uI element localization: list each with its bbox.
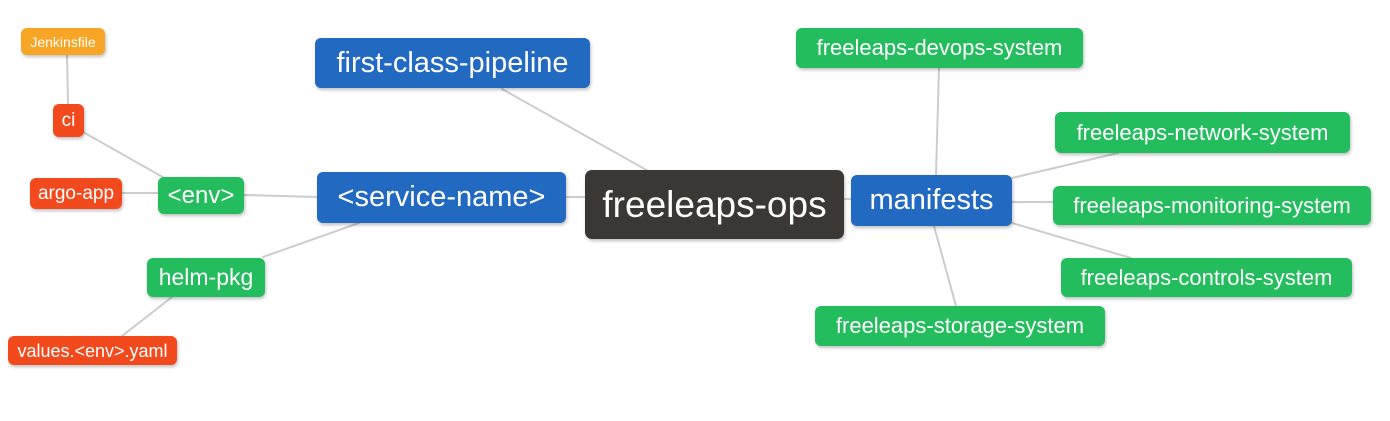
node-freeleaps-storage-system[interactable]: freeleaps-storage-system [815, 306, 1105, 346]
node-freeleaps-monitoring-system[interactable]: freeleaps-monitoring-system [1053, 186, 1371, 225]
edge-env-servicename [243, 194, 318, 198]
edge-manifests-devops [935, 67, 940, 176]
node-env[interactable]: <env> [158, 177, 244, 214]
edge-manifests-controls [1011, 222, 1132, 259]
node-ci[interactable]: ci [53, 104, 84, 137]
node-values-env-yaml[interactable]: values.<env>.yaml [8, 336, 177, 365]
edge-helmpkg-values [121, 296, 173, 337]
node-freeleaps-ops-root[interactable]: freeleaps-ops [585, 170, 844, 239]
edge-pipeline-root [501, 88, 651, 173]
edge-manifests-network [1011, 152, 1119, 179]
node-freeleaps-controls-system[interactable]: freeleaps-controls-system [1061, 258, 1352, 297]
node-manifests[interactable]: manifests [851, 175, 1012, 226]
edge-jenkinsfile-ci [66, 54, 69, 105]
node-argo-app[interactable]: argo-app [30, 178, 122, 209]
node-jenkinsfile[interactable]: Jenkinsfile [21, 28, 105, 55]
node-freeleaps-network-system[interactable]: freeleaps-network-system [1055, 112, 1350, 153]
edge-servicename-helmpkg [262, 222, 360, 258]
node-helm-pkg[interactable]: helm-pkg [147, 258, 265, 297]
edge-manifests-storage [933, 225, 957, 307]
node-service-name[interactable]: <service-name> [317, 172, 566, 223]
node-freeleaps-devops-system[interactable]: freeleaps-devops-system [796, 28, 1083, 68]
edge-ci-env [82, 131, 169, 181]
node-first-class-pipeline[interactable]: first-class-pipeline [315, 38, 590, 88]
